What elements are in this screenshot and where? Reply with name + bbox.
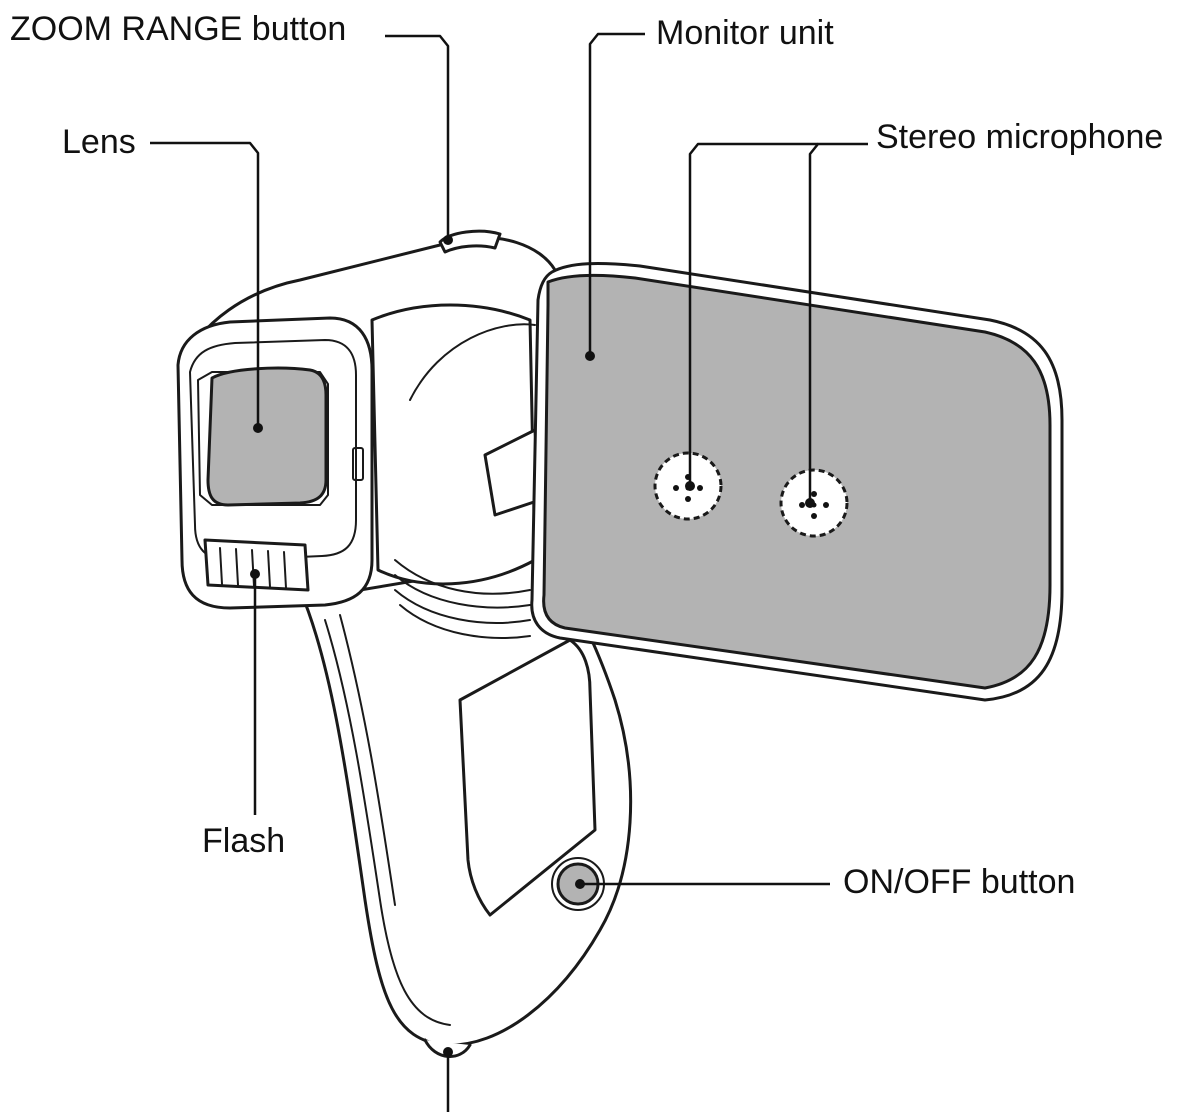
leader-stereo-microphone [808,142,868,500]
leader-lines [150,32,868,1112]
label-stereo-microphone: Stereo microphone [876,118,1163,156]
label-monitor-unit: Monitor unit [656,14,834,52]
camcorder-body [176,229,633,1058]
monitor-unit-shape [530,262,1064,702]
label-zoom-range-button: ZOOM RANGE button [10,10,346,48]
lens-glass [206,366,328,507]
grip-panel [458,638,597,917]
label-on-off-button: ON/OFF button [843,863,1075,901]
flash-shape [203,538,310,592]
zoom-range-button-shape [438,229,502,254]
leader-monitor-unit [588,32,645,355]
label-flash: Flash [202,822,285,860]
label-lens: Lens [62,123,136,161]
leader-zoom-range [385,34,450,238]
leader-lens [150,141,260,425]
